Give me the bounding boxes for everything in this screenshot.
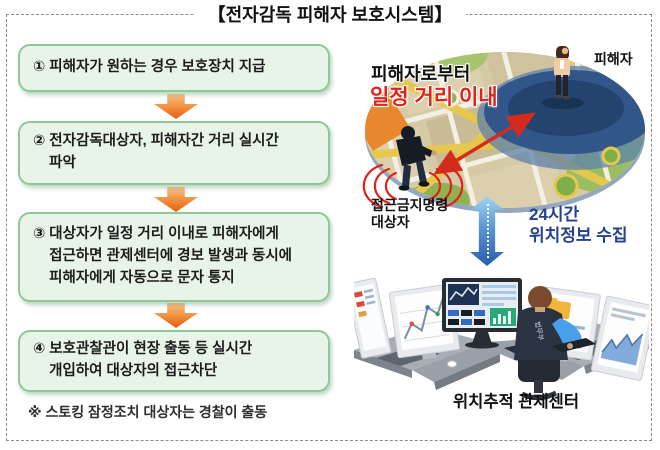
officer-figure: 법무부 [514, 286, 596, 360]
distance-label-black: 피해자로부터 [371, 64, 471, 84]
footnote: ※ 스토킹 잠정조치 대상자는 경찰이 출동 [28, 404, 268, 420]
flow-step-2: ② 전자감독대상자, 피해자간 거리 실시간 파악 [18, 121, 330, 185]
figure-title-wrap: 【전자감독 피해자 보호시스템】 [0, 1, 660, 27]
monitor-left [388, 283, 460, 360]
monitor-far-right [590, 295, 649, 381]
flow-step-2-text: ② 전자감독대상자, 피해자간 거리 실시간 파악 [33, 133, 279, 171]
flow-step-3: ③ 대상자가 일정 거리 이내로 피해자에게 접근하면 관제센터에 경보 발생과… [18, 212, 330, 302]
map-scene-illustration [362, 46, 645, 213]
offender-figure [396, 126, 437, 191]
flow-step-3-text: ③ 대상자가 일정 거리 이내로 피해자에게 접근하면 관제센터에 경보 발생과… [33, 226, 293, 286]
flow-step-1-text: ① 피해자가 원하는 경우 보호장치 지급 [33, 59, 266, 76]
victim-label: 피해자 [594, 51, 633, 67]
roundabout [553, 173, 579, 199]
collection-label: 24시간 위치정보 수집 [529, 205, 628, 246]
distance-double-arrow [433, 112, 536, 175]
flow-step-4: ④ 보호관찰관이 현장 출동 등 실시간 개입하여 대상자의 접근차단 [18, 330, 330, 392]
victim-figure [542, 46, 584, 109]
flow-step-4-text: ④ 보호관찰관이 현장 출동 등 실시간 개입하여 대상자의 접근차단 [33, 341, 253, 379]
control-center-caption: 위치추적 관제센터 [452, 393, 580, 411]
roundabout [601, 146, 621, 166]
flow-step-1: ① 피해자가 원하는 경우 보호장치 지급 [18, 44, 330, 92]
monitor-far-left [354, 277, 392, 359]
distance-label-red: 일정 거리 이내 [370, 86, 498, 109]
offender-label: 접근금지명령 대상자 [371, 197, 449, 230]
figure-title: 【전자감독 피해자 보호시스템】 [193, 1, 467, 27]
control-center-illustration: 법무부 [354, 277, 649, 400]
monitor-center [442, 278, 522, 349]
roundabout [442, 89, 460, 107]
